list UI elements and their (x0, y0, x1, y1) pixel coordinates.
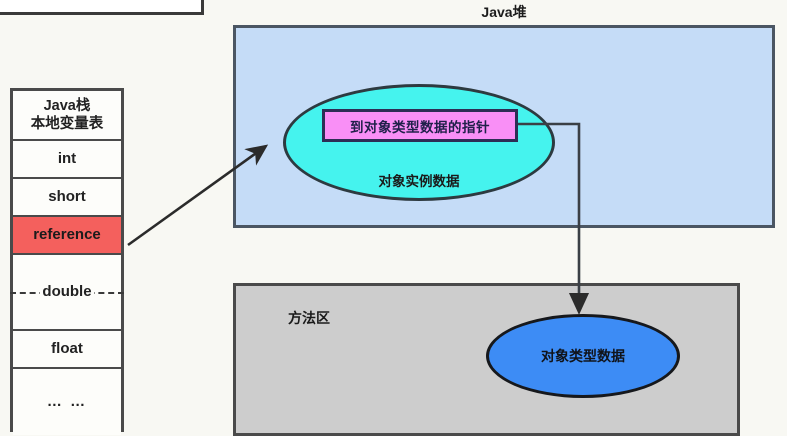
java-stack-table: Java栈 本地变量表 int short reference double f… (10, 88, 124, 435)
object-instance-ellipse (283, 84, 555, 201)
stack-row-label: … … (46, 392, 88, 410)
top-left-partial-box (0, 0, 204, 15)
stack-row-label: reference (33, 225, 101, 243)
stack-row-label: int (57, 149, 77, 167)
stack-row-float: float (13, 331, 121, 369)
stack-row-label: short (48, 187, 86, 205)
type-pointer-box: 到对象类型数据的指针 (322, 109, 518, 142)
stack-row-label: double (40, 282, 94, 302)
stack-row-label: float (51, 339, 83, 357)
stack-row-double: double (10, 255, 124, 331)
stack-header-line1: Java栈 (43, 97, 91, 114)
object-type-data-ellipse: 对象类型数据 (486, 314, 680, 398)
java-heap-title: Java堆 (481, 4, 527, 20)
stack-header-line2: 本地变量表 (30, 116, 104, 132)
stack-row-reference: reference (13, 217, 121, 255)
method-area-title: 方法区 (288, 310, 330, 326)
object-instance-label: 对象实例数据 (378, 174, 460, 189)
stack-row-ellipsis: … … (13, 369, 121, 435)
stack-row-int: int (13, 141, 121, 179)
stack-row-short: short (13, 179, 121, 217)
stack-header-cell: Java栈 本地变量表 (13, 91, 121, 141)
